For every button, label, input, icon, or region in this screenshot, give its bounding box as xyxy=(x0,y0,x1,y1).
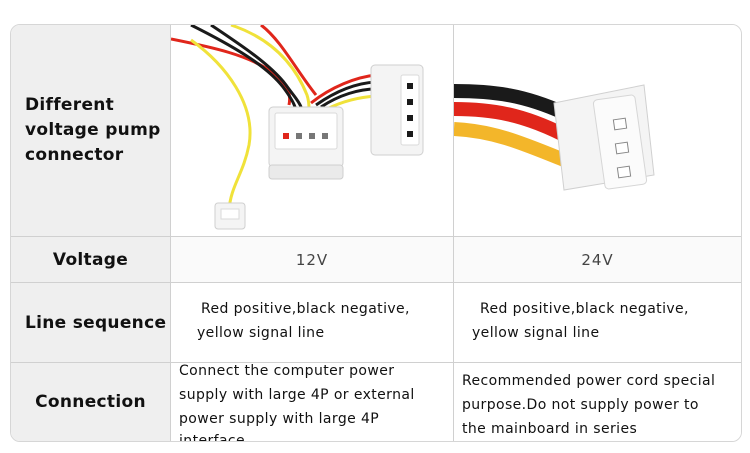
voltage-12v-value: 12V xyxy=(295,250,329,269)
connector-12v-illustration xyxy=(171,25,424,230)
black-wire-left-2 xyxy=(210,25,303,108)
connection-24v-line2: purpose.Do not supply power to xyxy=(462,397,699,413)
connector-24v-illustration xyxy=(454,84,655,191)
black-wire-bridge xyxy=(315,80,377,107)
connector-label-line1: Different xyxy=(25,95,115,115)
connection-12v-line4: interface xyxy=(179,433,246,442)
black-wire-left xyxy=(190,25,297,108)
connector-label-line3: connector xyxy=(25,145,124,165)
sequence-24v-cell: Red positive,black negative, yellow sign… xyxy=(454,283,741,363)
connection-label: Connection xyxy=(35,392,146,412)
sequence-24v-line1: Red positive,black negative, xyxy=(480,301,689,317)
sequence-12v-cell: Red positive,black negative, yellow sign… xyxy=(171,283,454,363)
red-wire-left xyxy=(171,37,292,106)
sequence-12v-line2: yellow signal line xyxy=(197,325,325,341)
spec-table: Different voltage pump connector xyxy=(11,25,741,441)
voltage-label: Voltage xyxy=(52,249,129,270)
connector-12v-image xyxy=(171,25,454,237)
voltage-24v-cell: 24V xyxy=(454,237,741,283)
voltage-12v-cell: 12V xyxy=(171,237,454,283)
connection-24v-line1: Recommended power cord special xyxy=(462,373,716,389)
connection-label-cell: Connection xyxy=(11,363,171,441)
connection-12v-line3: power supply with large 4P xyxy=(179,411,380,427)
yellow-signal-wire xyxy=(190,38,252,211)
orange-wire-24v xyxy=(454,122,567,167)
large-4p-connector-front xyxy=(268,106,344,180)
voltage-24v-value: 24V xyxy=(581,250,614,269)
connection-12v-line1: Connect the computer power xyxy=(179,363,395,379)
connection-24v-line3: the mainboard in series xyxy=(462,421,638,437)
connection-12v-line2: supply with large 4P or external xyxy=(179,387,415,403)
red-wire-mid xyxy=(260,25,318,96)
sequence-12v-line1: Red positive,black negative, xyxy=(201,301,410,317)
sequence-label-cell: Line sequence xyxy=(11,283,171,363)
connection-12v-cell: Connect the computer power supply with l… xyxy=(171,363,454,441)
red-wire-bridge xyxy=(310,73,377,105)
yellow-wire-left xyxy=(230,25,311,110)
black-wire-24v xyxy=(454,84,567,120)
connector-label-line2: voltage pump xyxy=(25,120,161,140)
voltage-label-cell: Voltage xyxy=(11,237,171,283)
red-wire-24v xyxy=(454,102,568,142)
connector-label-cell: Different voltage pump connector xyxy=(11,25,171,237)
connection-24v-cell: Recommended power cord special purpose.D… xyxy=(454,363,741,441)
small-3p-connector xyxy=(214,202,246,230)
sequence-label: Line sequence xyxy=(25,312,167,333)
connector-24v-image xyxy=(454,25,741,237)
large-4p-connector-side xyxy=(370,64,424,156)
spec-table-frame: Different voltage pump connector xyxy=(10,24,742,442)
sequence-24v-line2: yellow signal line xyxy=(472,325,600,341)
connector-label: Different voltage pump connector xyxy=(25,93,161,168)
3p-connector-24v xyxy=(553,84,655,191)
